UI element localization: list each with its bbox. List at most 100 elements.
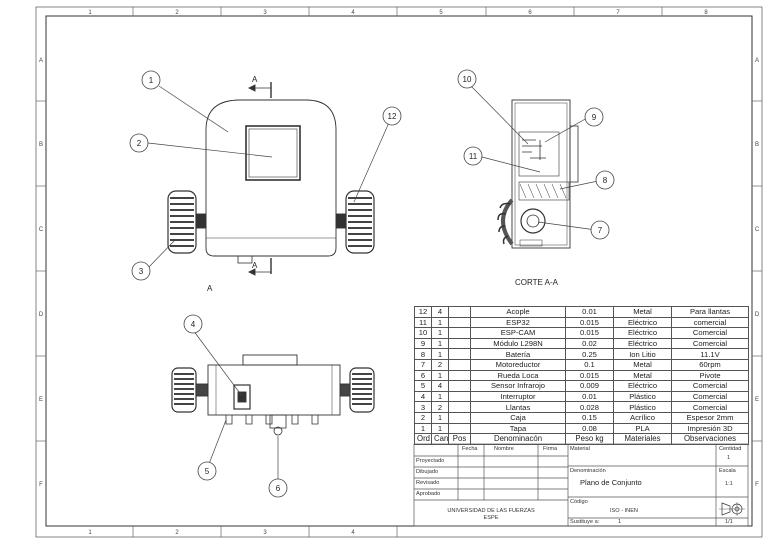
bom-cell-ord: 10 xyxy=(414,327,432,339)
bom-cell-cant: 4 xyxy=(431,306,449,318)
bom-cell-denominacion: Interruptor xyxy=(470,390,566,403)
right-wheel-front xyxy=(339,367,375,413)
bom-cell-denominacion: Acople xyxy=(470,306,566,318)
bom-cell-materiales: Metal xyxy=(613,358,672,371)
balloon-12: 12 xyxy=(388,112,397,121)
bom-cell-observaciones: Espesor 2mm xyxy=(671,411,749,424)
col-number-top: 1 xyxy=(88,10,92,16)
balloon-10: 10 xyxy=(463,75,472,84)
balloon-7: 7 xyxy=(598,226,603,235)
balloon-leaders xyxy=(147,83,599,486)
bom-cell-observaciones: Para llantas xyxy=(671,306,749,318)
bom-cell-observaciones: Comercial xyxy=(671,401,749,413)
tb-row-aprobado: Aprobado xyxy=(416,491,441,497)
bom-cell-cant: 1 xyxy=(431,316,449,329)
bom-cell-denominacion: Rueda Loca xyxy=(470,369,566,382)
tb-row-revisado: Revisado xyxy=(416,480,440,486)
bom-cell-denominacion: Tapa xyxy=(470,422,566,435)
left-wheel-top xyxy=(167,190,207,254)
row-letter-left: B xyxy=(39,142,43,148)
row-letter-left: F xyxy=(39,482,43,488)
bom-cell-observaciones: Comercial xyxy=(671,390,749,403)
bom-cell-pos xyxy=(448,327,471,339)
bom-header-row: Ord Cant Pos Denominacón Peso kg Materia… xyxy=(414,433,749,445)
balloon-11: 11 xyxy=(469,152,478,161)
university-line-1: UNIVERSIDAD DE LAS FUERZAS xyxy=(447,508,535,514)
bom-cell-peso: 0.01 xyxy=(565,390,614,403)
bom-cell-materiales: Acrílico xyxy=(613,411,672,424)
bom-cell-cant: 2 xyxy=(431,401,449,413)
bom-cell-materiales: Eléctrico xyxy=(613,316,672,329)
bom-header-peso: Peso kg xyxy=(565,433,614,445)
balloon-9: 9 xyxy=(592,113,597,122)
switch-body xyxy=(233,384,251,410)
row-letter-right: C xyxy=(755,227,760,233)
balloon-1: 1 xyxy=(149,76,154,85)
bom-header-pos: Pos xyxy=(448,433,471,445)
bom-cell-peso: 0.08 xyxy=(565,422,614,435)
balloon-5: 5 xyxy=(205,467,210,476)
cut-marker-bottom: A xyxy=(252,261,258,270)
bom-cell-pos xyxy=(448,390,471,403)
row-letter-right: F xyxy=(755,482,759,488)
bom-cell-pos xyxy=(448,316,471,329)
col-number-bottom: 3 xyxy=(263,530,267,536)
bom-cell-ord: 1 xyxy=(414,422,432,435)
bom-cell-ord: 8 xyxy=(414,348,432,360)
section-view xyxy=(497,99,579,249)
bom-cell-observaciones: Impresión 3D xyxy=(671,422,749,435)
bom-cell-ord: 5 xyxy=(414,380,432,392)
bom-cell-denominacion: Llantas xyxy=(470,401,566,413)
bom-cell-peso: 0.009 xyxy=(565,380,614,392)
bom-header-materiales: Materiales xyxy=(613,433,672,445)
bom-cell-cant: 1 xyxy=(431,422,449,435)
bom-header-ord: Ord xyxy=(414,433,432,445)
bom-cell-observaciones: 11.1V xyxy=(671,348,749,360)
bom-cell-materiales: Metal xyxy=(613,369,672,382)
bom-cell-pos xyxy=(448,411,471,424)
left-wheel-front xyxy=(171,367,209,413)
row-letter-right: A xyxy=(755,58,759,64)
bom-cell-ord: 7 xyxy=(414,358,432,371)
bom-cell-cant: 4 xyxy=(431,380,449,392)
bom-cell-peso: 0.1 xyxy=(565,358,614,371)
bom-cell-cant: 1 xyxy=(431,390,449,403)
bom-cell-denominacion: ESP32 xyxy=(470,316,566,329)
bom-cell-peso: 0.015 xyxy=(565,316,614,329)
balloon-8: 8 xyxy=(603,176,608,185)
bom-cell-cant: 1 xyxy=(431,369,449,382)
bom-cell-pos xyxy=(448,380,471,392)
top-view-label: A xyxy=(207,284,213,293)
motor-section xyxy=(520,208,546,234)
bom-cell-pos xyxy=(448,306,471,318)
tb-escala-label: Escala xyxy=(719,468,736,474)
top-window xyxy=(245,125,301,181)
outer-frame xyxy=(35,6,763,538)
col-number-top: 2 xyxy=(175,10,179,16)
bom-cell-observaciones: Comercial xyxy=(671,337,749,350)
tb-col-firma: Firma xyxy=(543,446,558,452)
bom-cell-observaciones: Comercial xyxy=(671,380,749,392)
front-view xyxy=(171,354,375,436)
tb-material-label: Material xyxy=(570,446,590,452)
bom-cell-cant: 1 xyxy=(431,348,449,360)
top-lid xyxy=(242,354,298,366)
bom-header-denominacion: Denominacón xyxy=(470,433,566,445)
bom-cell-observaciones: Pivote xyxy=(671,369,749,382)
row-letter-right: B xyxy=(755,142,759,148)
col-number-top: 6 xyxy=(528,10,532,16)
tb-codigo-value: ISO - INEN xyxy=(610,508,638,514)
bom-cell-pos xyxy=(448,358,471,371)
tb-cantidad-value: 1 xyxy=(727,455,731,461)
balloon-4: 4 xyxy=(191,320,196,329)
bom-cell-cant: 2 xyxy=(431,358,449,371)
bom-cell-cant: 1 xyxy=(431,337,449,350)
bom-cell-denominacion: Batería xyxy=(470,348,566,360)
bom-cell-peso: 0.01 xyxy=(565,306,614,318)
